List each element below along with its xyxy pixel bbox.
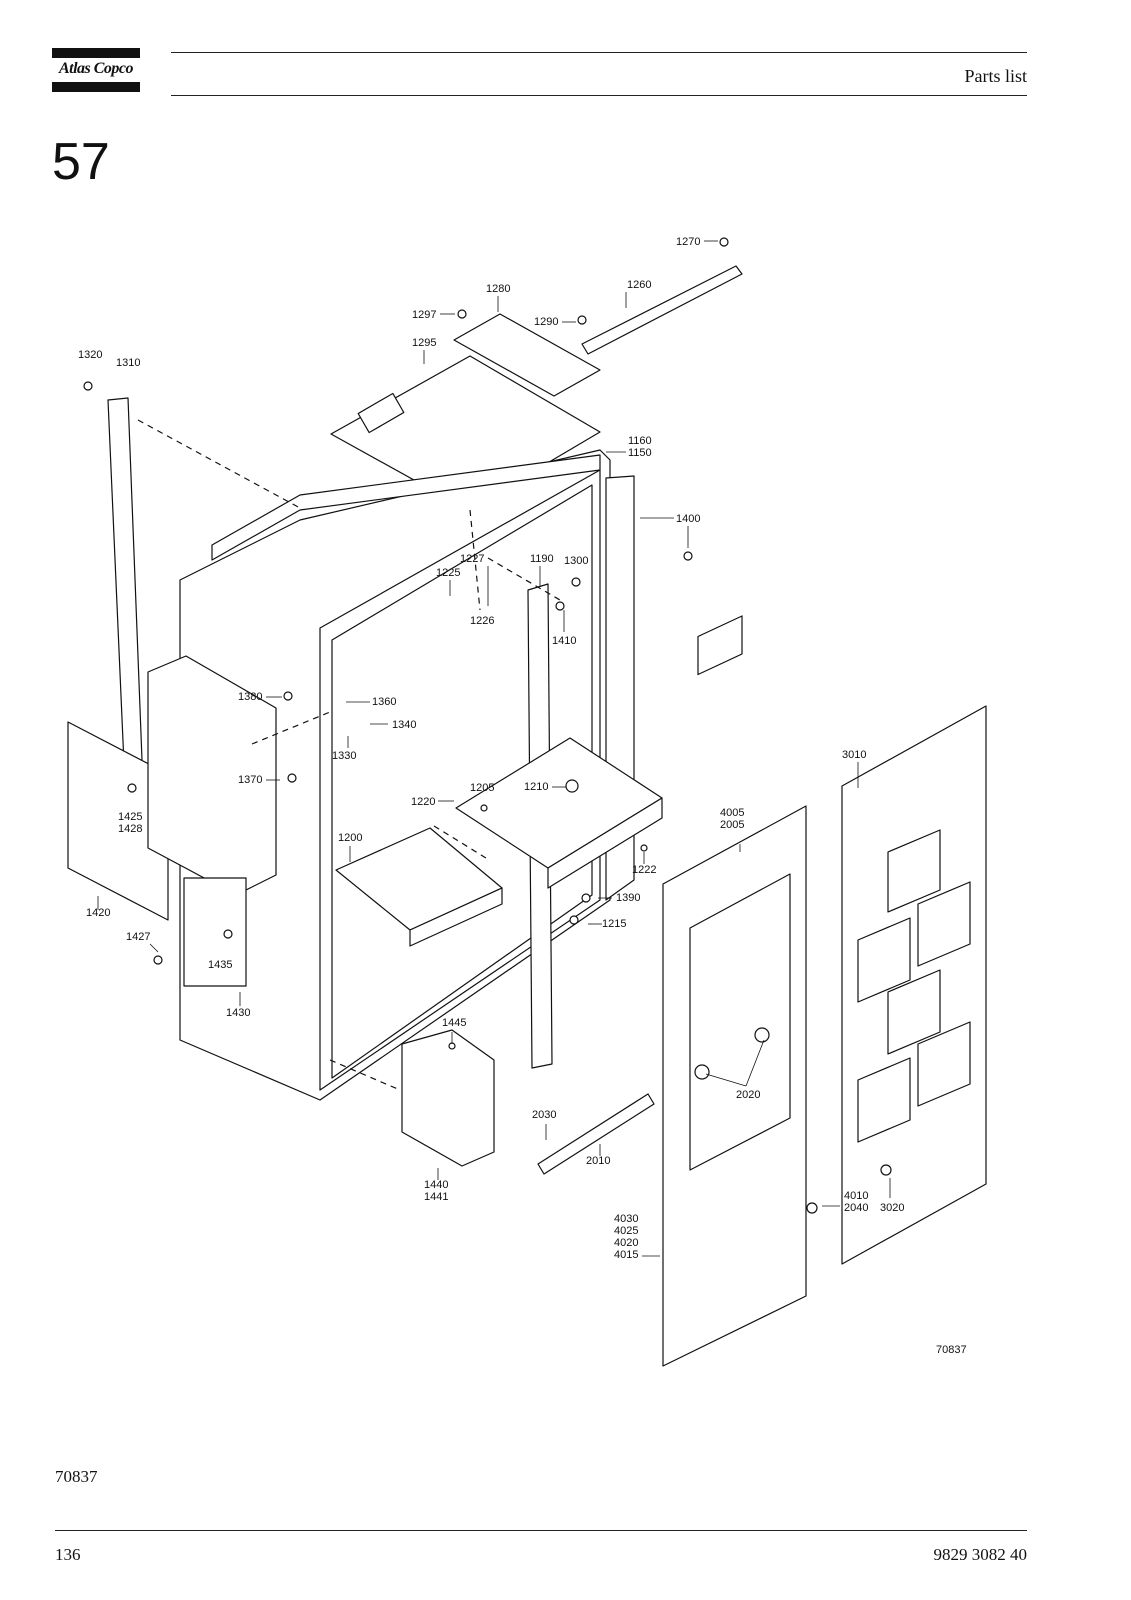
callout-1205: 1205 bbox=[470, 782, 494, 794]
callout-1300: 1300 bbox=[564, 555, 588, 567]
callout-1310: 1310 bbox=[116, 357, 140, 369]
document-number: 9829 3082 40 bbox=[933, 1545, 1028, 1564]
logo-bar-bottom bbox=[52, 82, 140, 92]
box-1440 bbox=[401, 1029, 495, 1167]
callout-1400: 1400 bbox=[676, 513, 700, 525]
atlas-copco-logo: Atlas Copco bbox=[52, 48, 140, 92]
callout-1340: 1340 bbox=[392, 719, 416, 731]
callout-4030: 4030 bbox=[614, 1213, 638, 1225]
callout-1380: 1380 bbox=[238, 691, 262, 703]
front-panel-1420 bbox=[67, 721, 169, 921]
callout-4005: 4005 bbox=[720, 807, 744, 819]
callout-2010: 2010 bbox=[586, 1155, 610, 1167]
callout-1440: 1440 bbox=[424, 1179, 448, 1191]
callout-1435: 1435 bbox=[208, 959, 232, 971]
callout-1297: 1297 bbox=[412, 309, 436, 321]
tube-2010 bbox=[537, 1093, 655, 1175]
plate-1435 bbox=[183, 877, 247, 987]
callout-1370: 1370 bbox=[238, 774, 262, 786]
logo-bar-top bbox=[52, 48, 140, 58]
callout-1330: 1330 bbox=[332, 750, 356, 762]
header-rule-bottom bbox=[171, 95, 1027, 96]
callout-1445: 1445 bbox=[442, 1017, 466, 1029]
callout-2030: 2030 bbox=[532, 1109, 556, 1121]
callout-1150: 1150 bbox=[628, 447, 652, 459]
callout-2005: 2005 bbox=[720, 819, 744, 831]
callout-1280: 1280 bbox=[486, 283, 510, 295]
callout-1160: 1160 bbox=[628, 435, 652, 447]
callout-1260: 1260 bbox=[627, 279, 651, 291]
callout-1427: 1427 bbox=[126, 931, 150, 943]
control-box bbox=[147, 655, 277, 896]
plate-1280 bbox=[453, 313, 601, 397]
logo-text: Atlas Copco bbox=[58, 60, 134, 77]
callout-1220: 1220 bbox=[411, 796, 435, 808]
strip-1260 bbox=[581, 265, 743, 355]
callout-1295: 1295 bbox=[412, 337, 436, 349]
callout-1270: 1270 bbox=[676, 236, 700, 248]
callout-4010: 4010 bbox=[844, 1190, 868, 1202]
callout-1428: 1428 bbox=[118, 823, 142, 835]
callout-1360: 1360 bbox=[372, 696, 396, 708]
bolts bbox=[83, 237, 892, 1214]
callout-2020: 2020 bbox=[736, 1089, 760, 1101]
callout-4015: 4015 bbox=[614, 1249, 638, 1261]
callout-3020: 3020 bbox=[880, 1202, 904, 1214]
callout-4020: 4020 bbox=[614, 1237, 638, 1249]
callout-1190: 1190 bbox=[530, 553, 554, 565]
figure-reference: 70837 bbox=[936, 1344, 967, 1356]
page-number: 136 bbox=[55, 1545, 81, 1564]
callout-1425: 1425 bbox=[118, 811, 142, 823]
callout-1210: 1210 bbox=[524, 781, 548, 793]
callout-1200: 1200 bbox=[338, 832, 362, 844]
footer-rule bbox=[55, 1530, 1027, 1531]
callout-1290: 1290 bbox=[534, 316, 558, 328]
callout-1420: 1420 bbox=[86, 907, 110, 919]
callout-1441: 1441 bbox=[424, 1191, 448, 1203]
callout-1225: 1225 bbox=[436, 567, 460, 579]
callout-4025: 4025 bbox=[614, 1225, 638, 1237]
callout-1410: 1410 bbox=[552, 635, 576, 647]
callout-1390: 1390 bbox=[616, 892, 640, 904]
bottom-reference: 70837 bbox=[55, 1467, 98, 1486]
callout-2040: 2040 bbox=[844, 1202, 868, 1214]
section-number: 57 bbox=[52, 133, 110, 191]
callout-3010: 3010 bbox=[842, 749, 866, 761]
callout-1320: 1320 bbox=[78, 349, 102, 361]
callout-1430: 1430 bbox=[226, 1007, 250, 1019]
header-title: Parts list bbox=[964, 66, 1027, 86]
callout-1227: 1227 bbox=[460, 553, 484, 565]
header-rule-top bbox=[171, 52, 1027, 53]
callout-1226: 1226 bbox=[470, 615, 494, 627]
callout-1222: 1222 bbox=[632, 864, 656, 876]
side-strip-1310 bbox=[107, 397, 143, 765]
callout-1215: 1215 bbox=[602, 918, 626, 930]
